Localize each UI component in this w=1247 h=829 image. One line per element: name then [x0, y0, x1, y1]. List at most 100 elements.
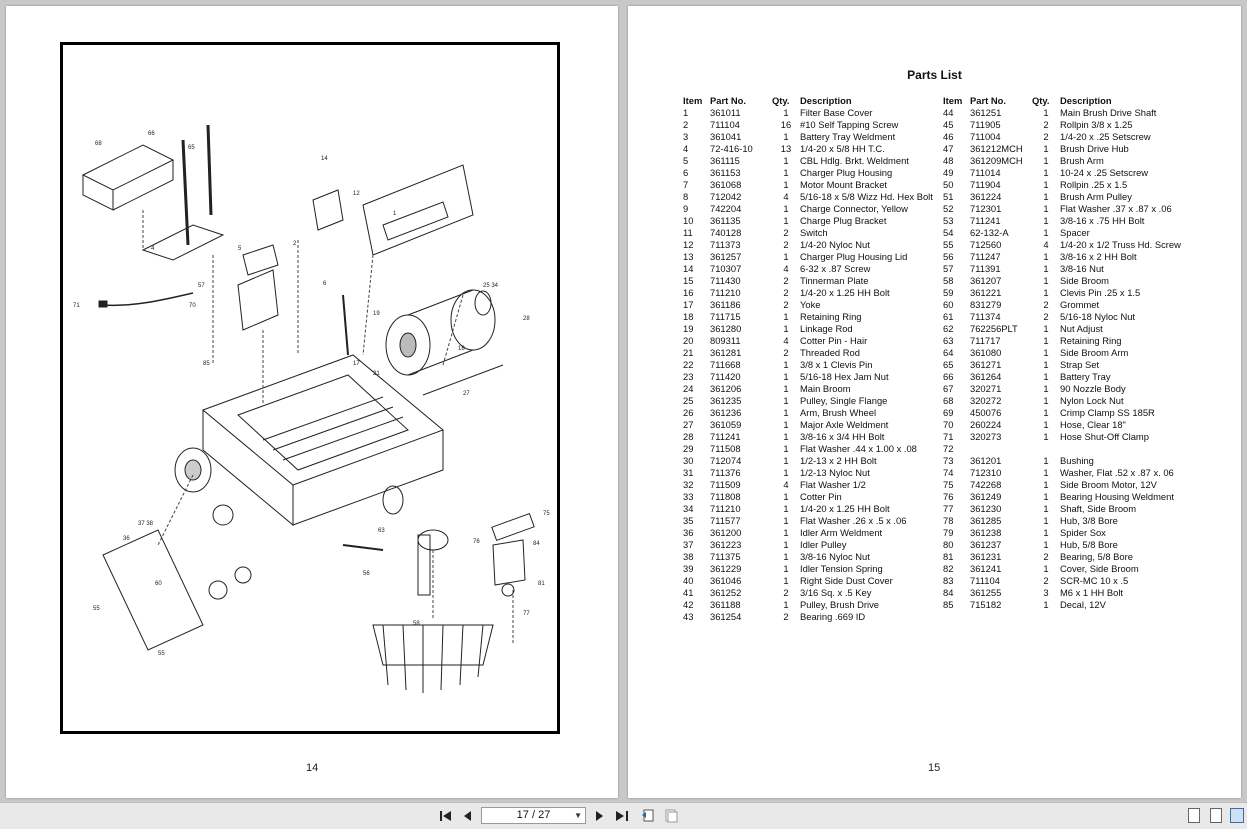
quantity-cell: 4 [783, 335, 789, 346]
description-cell: Battery Tray Weldment [800, 131, 896, 142]
quantity-cell: 1 [1043, 287, 1049, 298]
go-forward-icon[interactable] [662, 807, 680, 825]
description-cell: Cotter Pin [800, 491, 842, 502]
quantity-cell: 1 [783, 563, 789, 574]
part-number-cell: 361186 [710, 299, 741, 310]
table-header-row: Item Part No. Qty. Description [943, 95, 1200, 107]
item-number-cell: 66 [943, 371, 954, 382]
svg-text:58: 58 [413, 621, 420, 627]
item-number-cell: 43 [683, 611, 694, 622]
last-page-icon[interactable] [613, 807, 631, 825]
svg-text:76: 76 [473, 539, 480, 545]
item-number-cell: 38 [683, 551, 694, 562]
part-number-cell: 62-132-A [970, 227, 1009, 238]
part-number-cell: 260224 [970, 419, 1002, 430]
item-number-cell: 45 [943, 119, 954, 130]
part-number-cell: 361224 [970, 191, 1002, 202]
page-number: 15 [928, 762, 941, 774]
quantity-cell: 2 [783, 287, 789, 298]
part-number-cell: 72-416-10 [710, 143, 753, 154]
part-number-cell: 361251 [970, 107, 1002, 118]
item-number-cell: 25 [683, 395, 694, 406]
part-number-cell: 361231 [970, 551, 1002, 562]
description-cell: 90 Nozzle Body [1060, 383, 1126, 394]
part-number-cell: 712560 [970, 239, 1002, 250]
description-cell: Bearing .669 ID [800, 611, 866, 622]
quantity-cell: 4 [783, 479, 789, 490]
single-page-view-icon[interactable] [1188, 808, 1200, 823]
description-cell: Threaded Rod [800, 347, 860, 358]
svg-text:66: 66 [148, 131, 155, 137]
quantity-cell: 1 [1043, 191, 1049, 202]
quantity-cell: 1 [783, 599, 789, 610]
quantity-cell: 1 [783, 311, 789, 322]
quantity-cell: 2 [783, 227, 789, 238]
quantity-cell: 1 [783, 251, 789, 262]
next-page-icon[interactable] [591, 807, 609, 825]
item-number-cell: 6 [683, 167, 689, 178]
part-number-cell: 711374 [970, 311, 1001, 322]
item-number-cell: 55 [943, 239, 954, 250]
item-number-cell: 80 [943, 539, 954, 550]
part-number-cell: 361281 [710, 347, 742, 358]
description-cell: Strap Set [1060, 359, 1100, 370]
first-page-icon[interactable] [437, 807, 455, 825]
description-cell [1060, 443, 1200, 455]
item-number-cell: 77 [943, 503, 954, 514]
part-number-cell: 320273 [970, 431, 1002, 442]
part-number-cell: 361229 [710, 563, 742, 574]
part-number-cell: 361255 [970, 587, 1002, 598]
part-number-cell: 320272 [970, 395, 1002, 406]
svg-text:14: 14 [321, 156, 328, 162]
quantity-cell: 1 [1043, 179, 1049, 190]
facing-view-icon[interactable] [1230, 808, 1244, 823]
description-cell: Nylon Lock Nut [1060, 395, 1124, 406]
continuous-view-icon[interactable] [1210, 808, 1222, 823]
item-number-cell: 10 [683, 215, 694, 226]
description-cell: 5/16-18 x 5/8 Wizz Hd. Hex Bolt [800, 191, 933, 202]
svg-text:17: 17 [353, 361, 360, 367]
svg-text:37 38: 37 38 [138, 521, 154, 527]
page-number-field[interactable]: 17 / 27 ▼ [481, 807, 586, 824]
parts-list-title: Parts List [907, 68, 962, 82]
description-cell: Clevis Pin .25 x 1.5 [1060, 287, 1141, 298]
description-cell: Grommet [1060, 299, 1100, 310]
description-cell: Crimp Clamp SS 185R [1060, 407, 1155, 418]
description-cell: Tinnerman Plate [800, 275, 869, 286]
quantity-cell: 1 [783, 539, 789, 550]
part-number-cell: 361230 [970, 503, 1002, 514]
quantity-cell: 1 [783, 167, 789, 178]
svg-text:68: 68 [95, 141, 102, 147]
part-number-cell: 361264 [970, 371, 1002, 382]
svg-text:60: 60 [155, 581, 162, 587]
item-number-cell: 48 [943, 155, 954, 166]
chevron-down-icon[interactable]: ▼ [574, 811, 582, 820]
item-number-cell: 63 [943, 335, 954, 346]
part-number-cell: 711241 [710, 431, 741, 442]
part-number-cell: 361236 [710, 407, 742, 418]
description-cell: Spider Sox [1060, 527, 1106, 538]
part-number-cell: 361257 [710, 251, 742, 262]
svg-text:56: 56 [363, 571, 370, 577]
quantity-cell: 1 [783, 455, 789, 466]
prev-page-icon[interactable] [459, 807, 477, 825]
go-back-icon[interactable] [639, 807, 657, 825]
part-number-cell: 361252 [710, 587, 742, 598]
item-number-cell: 2 [683, 119, 689, 130]
description-cell: Side Broom Motor, 12V [1060, 479, 1157, 490]
quantity-cell: 1 [1043, 599, 1049, 610]
